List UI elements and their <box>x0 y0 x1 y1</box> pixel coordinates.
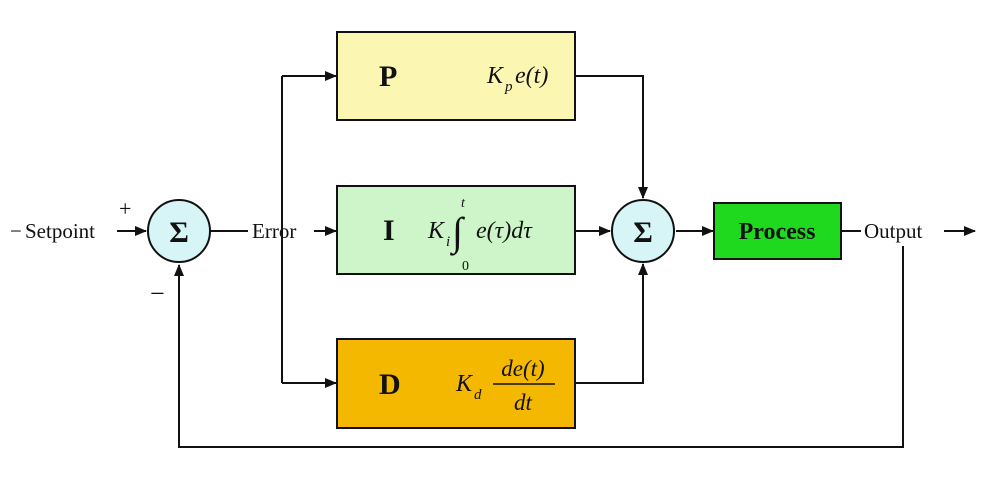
p-to-sum2-wire <box>575 75 648 199</box>
summer-2-sigma: Σ <box>633 216 653 249</box>
d-block: D K d de(t) dt <box>336 338 576 429</box>
i-expression: e(τ)dτ <box>476 218 533 244</box>
d-block-letter: D <box>379 368 401 401</box>
d-numerator: de(t) <box>501 356 544 381</box>
summer-2: Σ <box>611 199 675 263</box>
wires <box>117 71 976 448</box>
output-label: Output <box>864 219 923 243</box>
process-block-rect <box>713 202 842 260</box>
p-block: P K p e(t) <box>336 31 576 121</box>
i-block-rect <box>336 185 576 275</box>
plus-sign: + <box>119 196 131 221</box>
error-label: Error <box>252 219 296 243</box>
summer-1-circle <box>147 199 211 263</box>
integral-sign: ∫ <box>449 209 466 256</box>
i-block: I K i ∫ t 0 e(τ)dτ <box>336 185 576 275</box>
summer-1: Σ <box>147 199 211 263</box>
p-gain: K <box>486 63 505 89</box>
i-gain: K <box>427 218 446 244</box>
p-block-rect <box>336 31 576 121</box>
summer-2-circle <box>611 199 675 263</box>
process-label: Process <box>739 219 816 245</box>
summer-1-sigma: Σ <box>169 216 189 249</box>
p-block-letter: P <box>379 60 397 93</box>
setpoint-label: Setpoint <box>25 219 95 243</box>
integral-lower-limit: 0 <box>462 259 469 274</box>
minus-sign: − <box>150 279 165 308</box>
setpoint-dash: − <box>10 219 22 243</box>
feedback-wire <box>174 246 904 448</box>
d-gain-subscript: d <box>474 387 482 403</box>
integral-upper-limit: t <box>461 196 466 211</box>
p-expression: e(t) <box>515 63 548 89</box>
d-gain: K <box>455 371 474 397</box>
i-block-letter: I <box>383 214 395 247</box>
d-to-sum2-wire <box>575 263 648 384</box>
i-gain-subscript: i <box>446 234 450 250</box>
process-block: Process <box>713 202 842 260</box>
p-gain-subscript: p <box>504 79 513 95</box>
d-denominator: dt <box>514 390 533 415</box>
